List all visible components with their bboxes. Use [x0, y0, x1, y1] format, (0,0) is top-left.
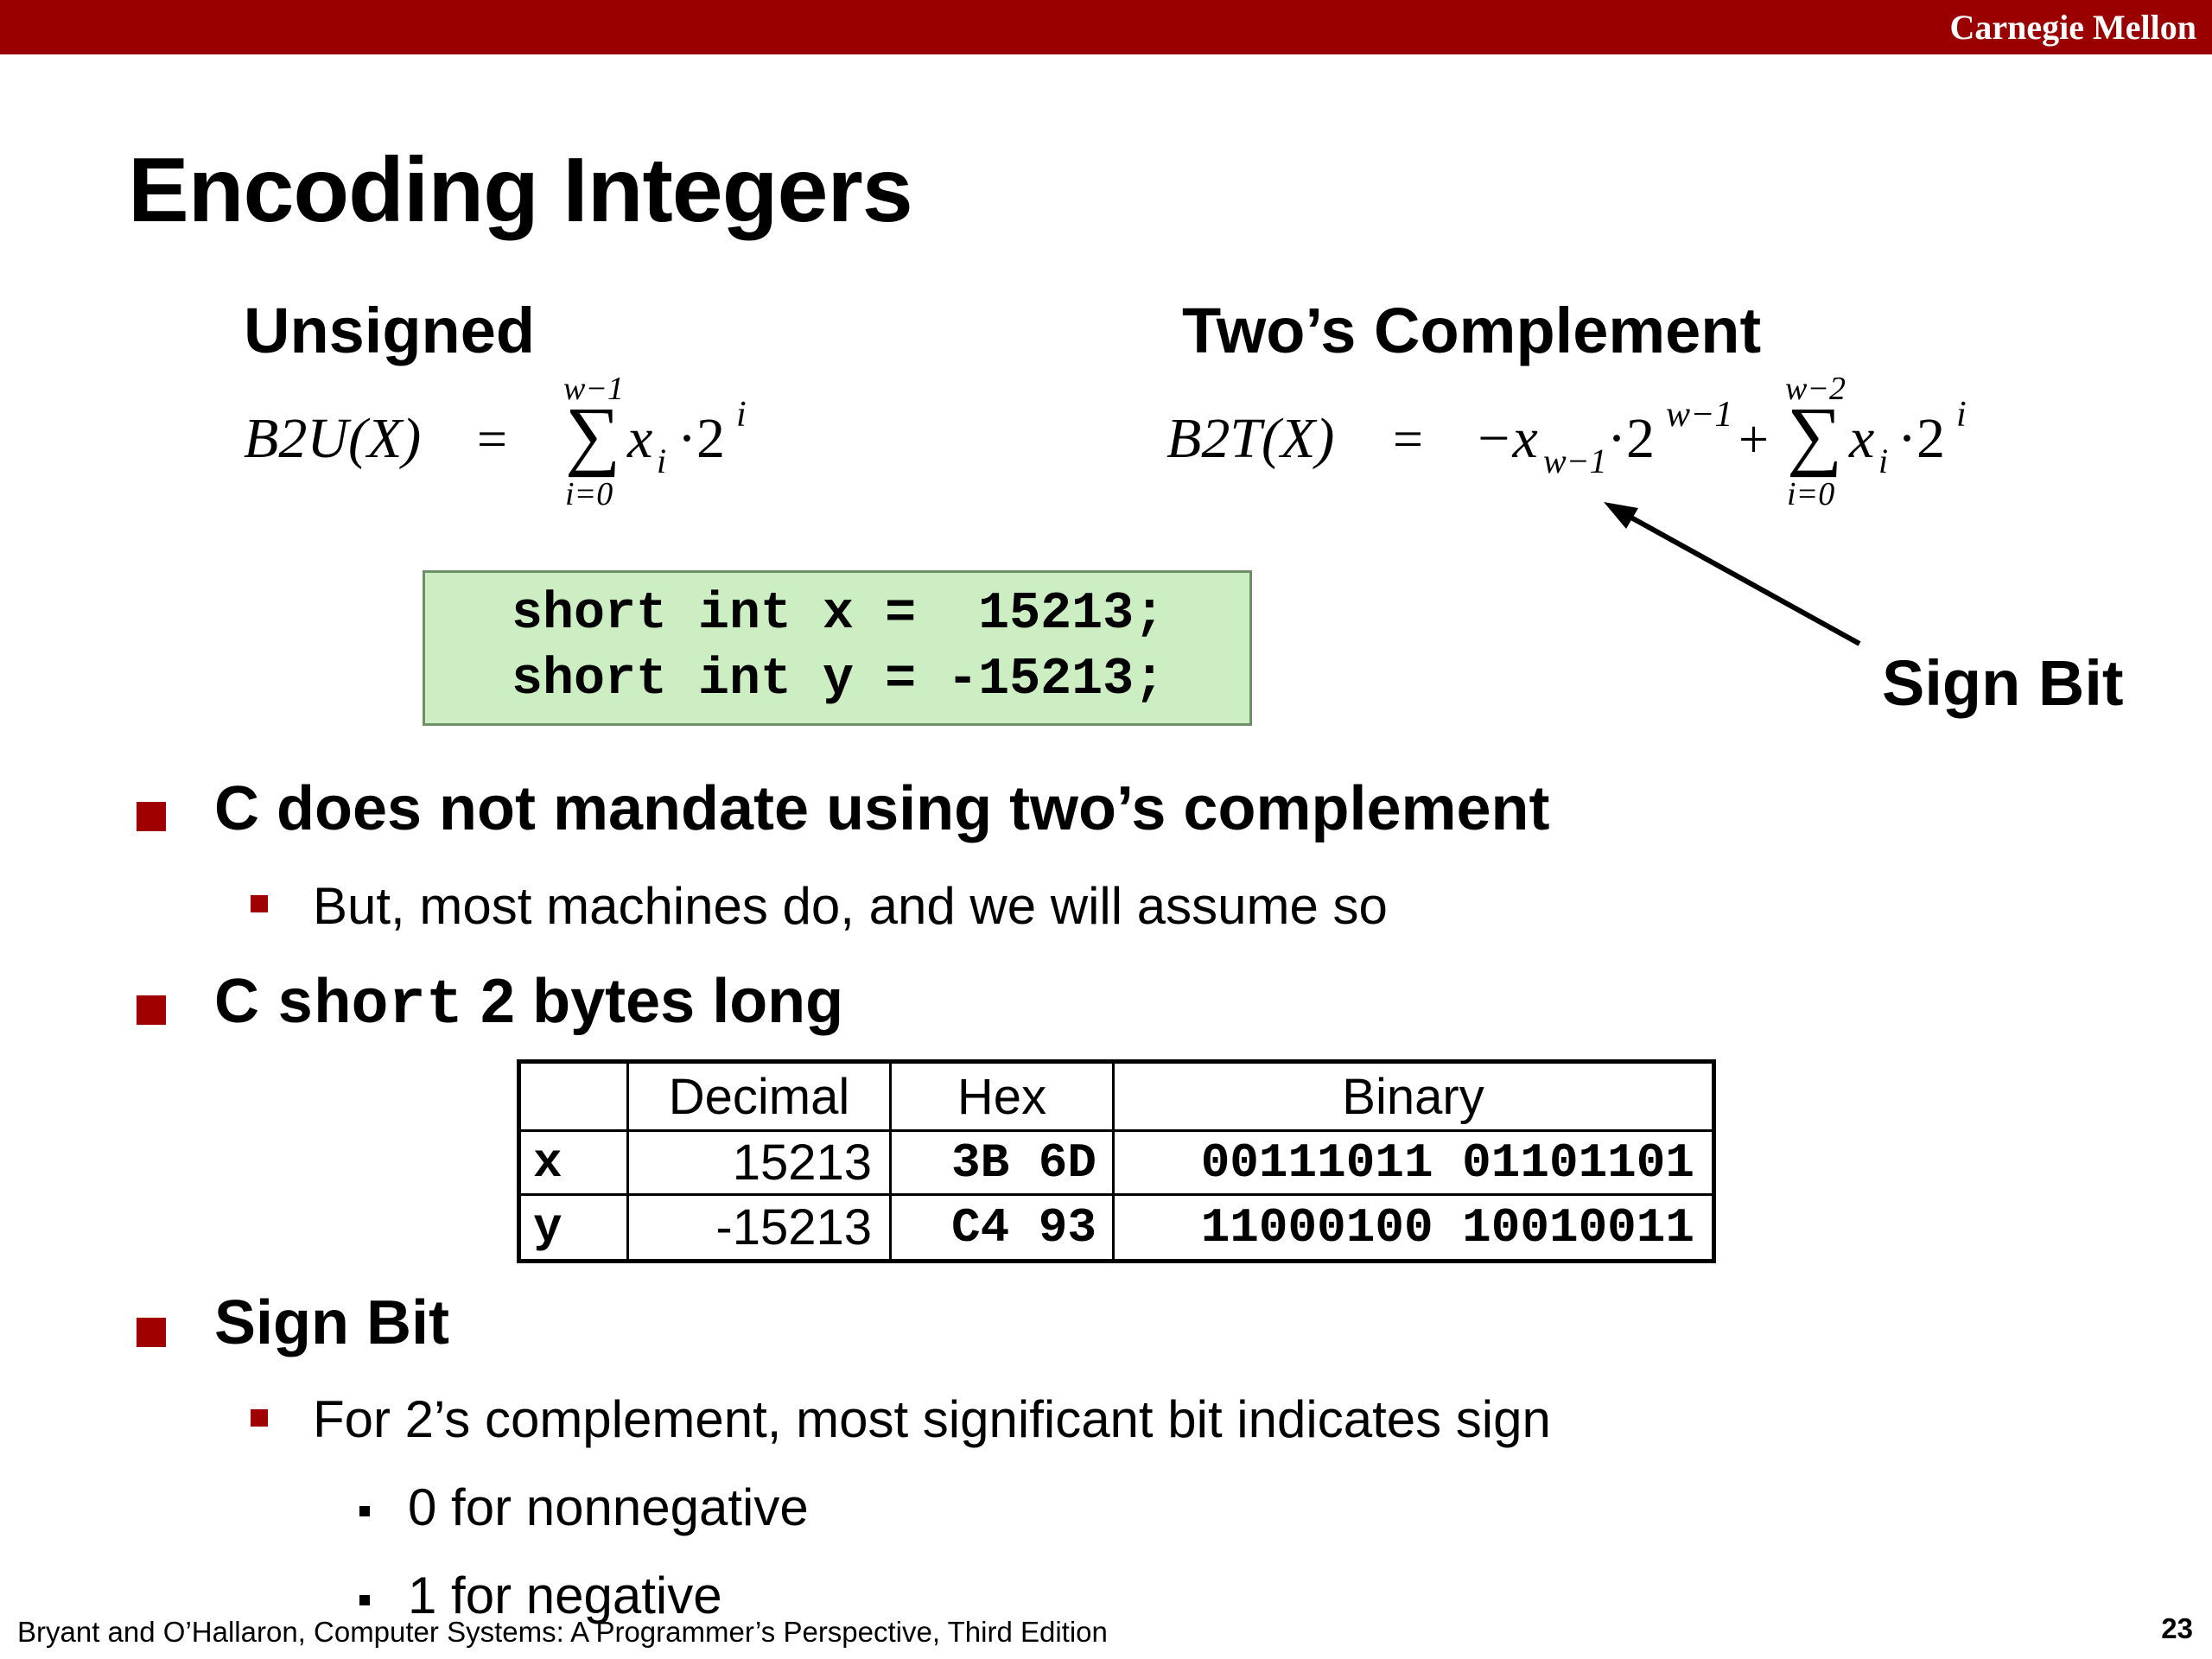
- brand-name: Carnegie Mellon: [1949, 8, 2197, 47]
- table-cell-binary: 00111011 01101101: [1200, 1135, 1694, 1191]
- bullet-marker: [137, 802, 166, 831]
- table-cell-decimal: 15213: [732, 1135, 872, 1191]
- table-divider: [626, 1064, 629, 1259]
- b2u-term-sup: i: [736, 395, 747, 435]
- bullet-c-short-prefix: C: [214, 967, 276, 1036]
- table-divider: [889, 1064, 892, 1259]
- sub-sub-bullet-nonnegative: 0 for nonnegative: [408, 1478, 809, 1536]
- sub-bullet-marker: [251, 1409, 268, 1427]
- b2t-plus: +: [1738, 410, 1769, 469]
- b2t-equals: =: [1393, 410, 1423, 469]
- bullet-c-short: C short 2 bytes long: [214, 966, 843, 1041]
- table-header-decimal: Decimal: [668, 1068, 850, 1125]
- b2t-term-sub: i: [1878, 442, 1889, 480]
- bullet-c-short-suffix: 2 bytes long: [463, 967, 844, 1036]
- table-divider: [521, 1129, 1712, 1132]
- sub-sub-bullet-marker: [359, 1595, 370, 1605]
- code-line-2: short int y = -15213;: [512, 651, 1166, 709]
- b2t-sum-symbol: ∑: [1787, 392, 1843, 478]
- b2u-term-var: x: [627, 407, 653, 470]
- b2t-term-var: x: [1849, 407, 1875, 470]
- sub-bullet-msb: For 2’s complement, most significant bit…: [313, 1390, 1551, 1448]
- code-box: short int x = 15213; short int y = -1521…: [423, 570, 1252, 726]
- sub-sub-bullet-negative: 1 for negative: [408, 1567, 722, 1624]
- bullet-c-mandate: C does not mandate using two’s complemen…: [214, 774, 1550, 843]
- b2u-lhs: B2U(X): [244, 407, 422, 470]
- table-cell-hex: 3B 6D: [950, 1135, 1096, 1191]
- footer-credit: Bryant and O’Hallaron, Computer Systems:…: [17, 1616, 1108, 1648]
- b2t-neg-sup: w−1: [1666, 395, 1733, 435]
- b2t-sum-upper: w−2: [1785, 371, 1846, 407]
- sign-bit-label: Sign Bit: [1882, 647, 2124, 719]
- b2t-neg-mult: ·2: [1607, 407, 1655, 470]
- b2t-sum-lower: i=0: [1787, 476, 1835, 512]
- table-divider: [1112, 1064, 1115, 1259]
- table-cell-decimal: -15213: [715, 1199, 872, 1255]
- bullet-marker: [137, 995, 166, 1025]
- sub-sub-bullet-marker: [359, 1506, 370, 1516]
- slide-title: Encoding Integers: [128, 139, 913, 241]
- code-line-1: short int x = 15213;: [512, 585, 1166, 644]
- b2u-equals: =: [477, 410, 507, 469]
- page-number: 23: [2161, 1612, 2193, 1644]
- table-cell-hex: C4 93: [950, 1199, 1096, 1255]
- b2t-term-mult: ·2: [1897, 407, 1945, 470]
- bullet-marker: [137, 1318, 166, 1347]
- b2t-lhs: B2T(X): [1166, 407, 1335, 470]
- table-row-label-x: x: [533, 1135, 563, 1191]
- table-row-label-y: y: [533, 1199, 563, 1255]
- twos-complement-heading: Two’s Complement: [1182, 295, 1762, 366]
- b2t-term-sup: i: [1956, 395, 1967, 435]
- b2u-term-mult: ·2: [677, 407, 725, 470]
- table-header-hex: Hex: [957, 1068, 1047, 1125]
- table-cell-binary: 11000100 10010011: [1200, 1199, 1694, 1255]
- bullet-sign-bit: Sign Bit: [214, 1288, 449, 1357]
- header-bar: Carnegie Mellon: [0, 0, 2212, 54]
- unsigned-heading: Unsigned: [244, 295, 536, 366]
- b2u-term-sub: i: [657, 442, 667, 480]
- bullet-c-short-code: short: [276, 970, 464, 1041]
- table-header-binary: Binary: [1342, 1068, 1484, 1125]
- b2u-sum-symbol: ∑: [565, 392, 621, 478]
- sub-bullet-marker: [251, 895, 268, 912]
- table-header-cell: [521, 1064, 626, 1129]
- b2u-sum-lower: i=0: [565, 476, 613, 512]
- encoding-table: Decimal Hex Binary x 15213 3B 6D 0011101…: [517, 1059, 1716, 1263]
- sub-bullet-most-machines: But, most machines do, and we will assum…: [313, 877, 1388, 935]
- b2u-sum-upper: w−1: [563, 371, 624, 407]
- b2t-neg-sub: w−1: [1543, 442, 1607, 480]
- table-divider: [521, 1193, 1712, 1196]
- b2t-neg-term: −x: [1474, 407, 1538, 470]
